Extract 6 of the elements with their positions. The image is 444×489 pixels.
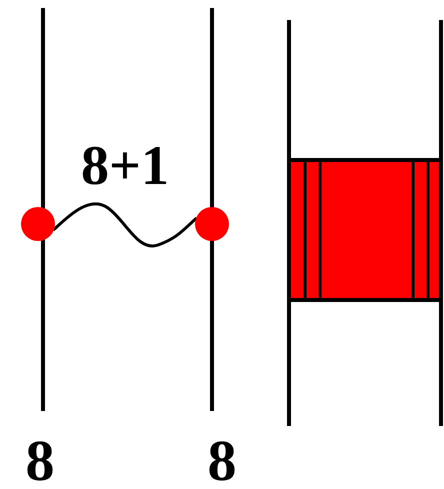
dot — [21, 207, 55, 241]
edge-label: 8+1 — [81, 138, 169, 194]
number-label: 8 — [26, 432, 54, 489]
dot — [195, 207, 229, 241]
number-label: 8 — [208, 432, 236, 489]
wavy-line — [52, 202, 198, 248]
